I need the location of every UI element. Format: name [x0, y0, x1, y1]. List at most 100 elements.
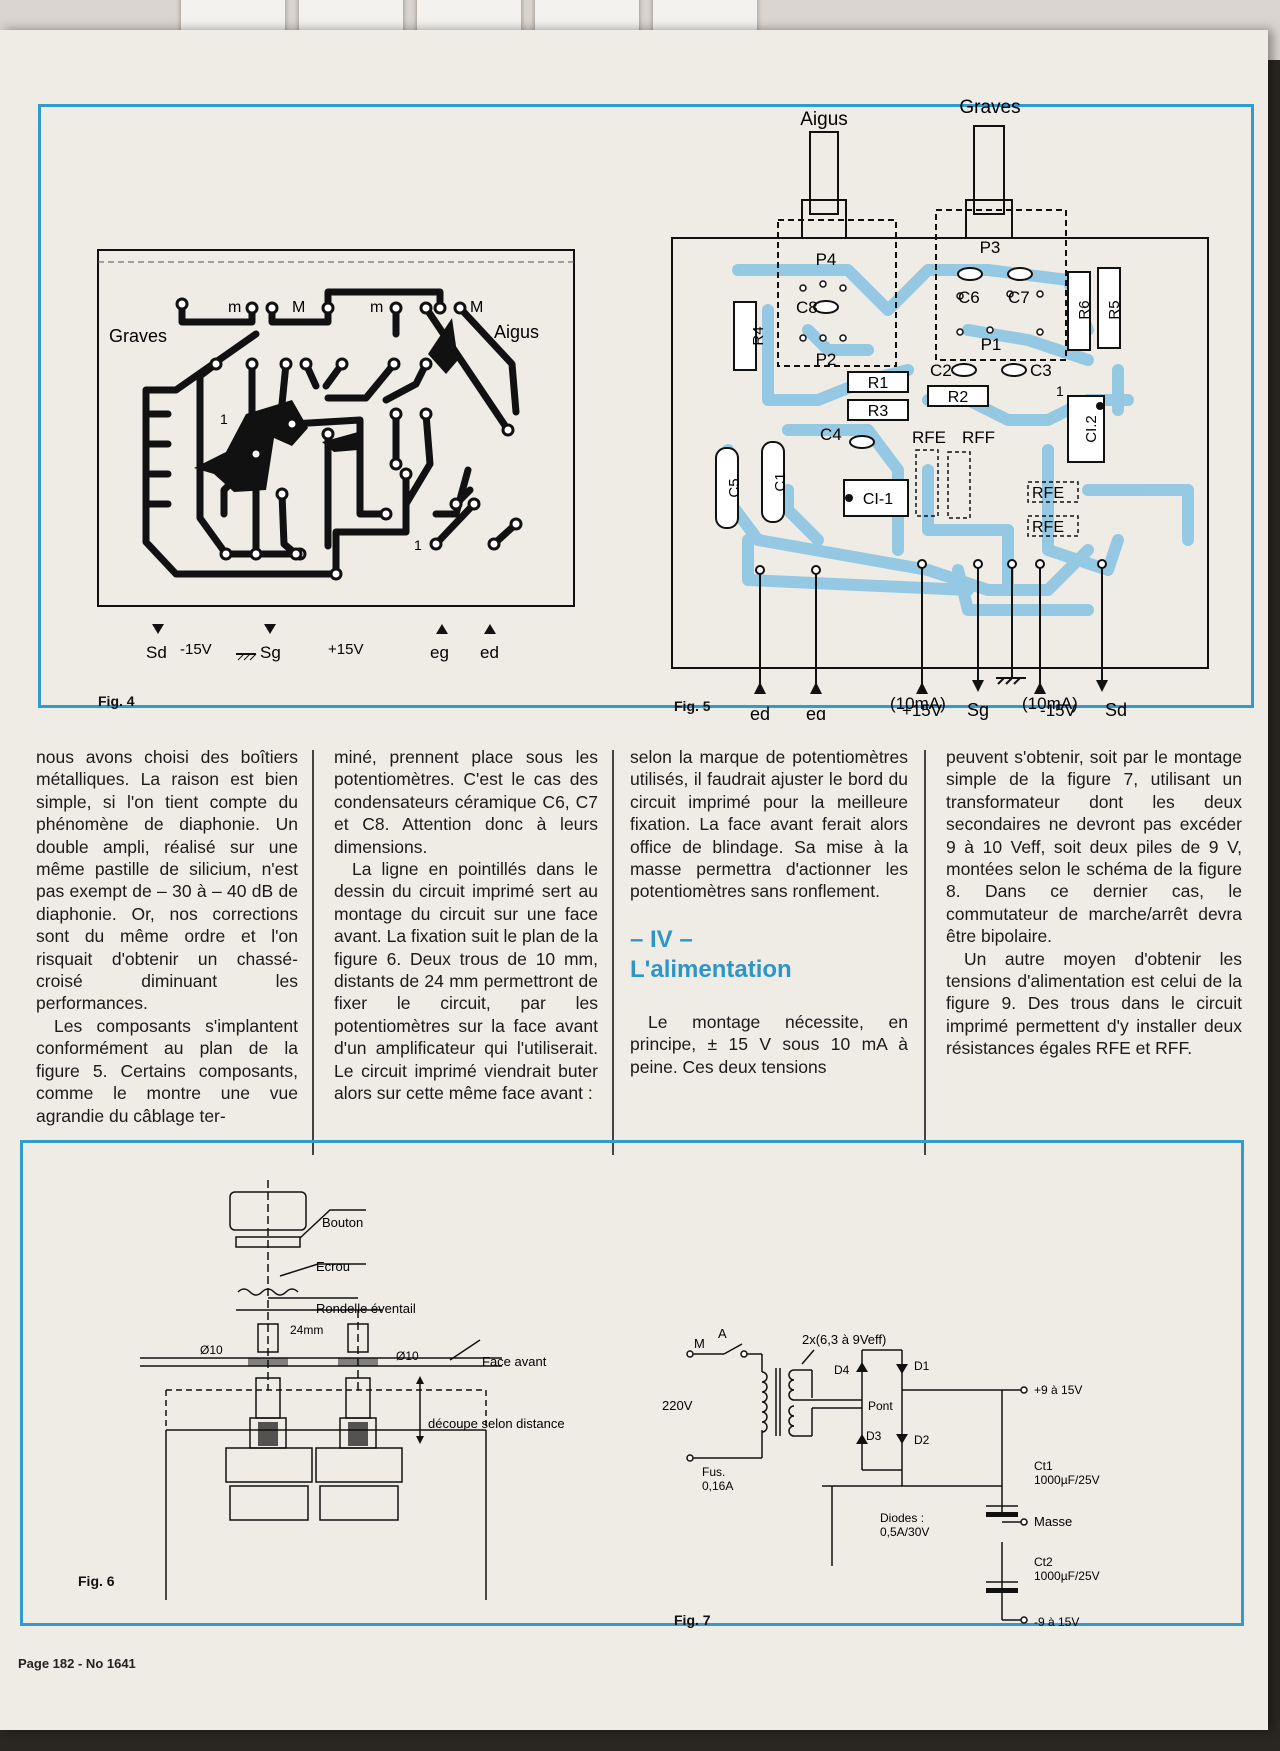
fig5-rff: RFF	[962, 428, 995, 447]
column-1-paragraph-1: nous avons choisi des boîtiers métalliqu…	[36, 747, 298, 1014]
fig5-m15: -15V	[1040, 701, 1077, 720]
fig6-rondelle: Rondelle éventail	[316, 1301, 416, 1316]
column-3-paragraph-1: selon la marque de potentiomètres utilis…	[630, 747, 908, 902]
fig5-component-drawing: Aigus Graves	[671, 97, 1209, 720]
fig7-ct1-value: 1000µF/25V	[1034, 1473, 1100, 1487]
fig5-c5: C5	[726, 478, 743, 497]
fig6-label: Fig. 6	[78, 1573, 115, 1589]
fig5-r6: R6	[1076, 300, 1093, 319]
text-column-1: nous avons choisi des boîtiers métalliqu…	[36, 746, 298, 1127]
text-column-4: peuvent s'obtenir, soit par le montage s…	[946, 746, 1242, 1060]
fig4-m15: -15V	[180, 641, 212, 658]
fig5-r2: R2	[948, 389, 969, 406]
fig7-diodes-value: 0,5A/30V	[880, 1525, 929, 1539]
fig6-distance: 24mm	[290, 1323, 323, 1337]
fig4-p15: +15V	[328, 641, 363, 658]
fig6-ecrou: Ecrou	[316, 1259, 350, 1274]
fig5-r5: R5	[1106, 300, 1123, 319]
fig4-sd: Sd	[146, 643, 167, 662]
fig7-ct2: Ct2	[1034, 1555, 1053, 1569]
fig4-pin1b: 1	[414, 537, 422, 553]
column-divider	[924, 750, 926, 1155]
section-heading: – IV – L'alimentation	[630, 925, 908, 985]
column-1-paragraph-2: Les composants s'implantent conformément…	[36, 1015, 298, 1126]
fig5-r1: R1	[868, 375, 889, 392]
fig4-label: Fig. 4	[98, 693, 135, 709]
column-4-paragraph-2: Un autre moyen d'obtenir les tensions d'…	[946, 948, 1242, 1059]
fig7-pont: Pont	[868, 1399, 893, 1413]
fig7-d1: D1	[914, 1359, 930, 1373]
fig5-c1: C1	[772, 472, 789, 491]
fig6-mounting-drawing: Bouton Ecrou Rondelle éventail 24mm Ø10 …	[140, 1180, 565, 1600]
fig6-decoupe: découpe selon distance	[428, 1416, 565, 1431]
fig7-d4: D4	[834, 1363, 850, 1377]
fig4-pcb-drawing: Graves Aigus m M m M 1 1 Sd -15V Sg +15V…	[97, 249, 575, 662]
fig7-m: M	[694, 1336, 705, 1351]
fig7-plus-output: +9 à 15V	[1034, 1383, 1082, 1397]
fig5-p15: +15V	[902, 701, 943, 720]
fig7-fus: Fus.	[702, 1465, 725, 1479]
figure-frame-bottom	[20, 1140, 1244, 1626]
fig4-m1: m	[228, 299, 241, 316]
fig5-pin1: 1	[1056, 383, 1064, 399]
page-footer: Page 182 - No 1641	[18, 1656, 136, 1671]
fig6-diameter-right: Ø10	[396, 1349, 419, 1363]
fig4-sg: Sg	[260, 643, 281, 662]
column-divider	[312, 750, 314, 1155]
text-column-3: selon la marque de potentiomètres utilis…	[630, 746, 908, 1078]
fig7-fus-value: 0,16A	[702, 1479, 733, 1493]
column-divider	[612, 750, 614, 1155]
fig4-ed: ed	[480, 643, 499, 662]
fig5-ed: ed	[750, 704, 770, 720]
fig6-face-avant: Face avant	[482, 1354, 547, 1369]
fig7-d3: D3	[866, 1429, 882, 1443]
text-column-2: miné, prennent place sous les potentiomè…	[334, 746, 598, 1105]
fig5-label: Fig. 5	[674, 698, 711, 714]
fig5-p1: P1	[981, 335, 1002, 354]
column-3-paragraph-2: Le montage nécessite, en principe, ± 15 …	[630, 1011, 908, 1077]
fig5-rfe-3: RFE	[1032, 519, 1064, 536]
fig5-rfe: RFE	[912, 428, 946, 447]
fig5-m15-current: (10mA)	[1022, 694, 1078, 713]
fig7-a: A	[718, 1326, 727, 1341]
fig4-M2: M	[470, 299, 483, 316]
fig7-secondary: 2x(6,3 à 9Veff)	[802, 1332, 886, 1347]
fig5-p4: P4	[816, 250, 837, 269]
fig5-sd: Sd	[1105, 700, 1127, 720]
fig7-ct1: Ct1	[1034, 1459, 1053, 1473]
fig7-d2: D2	[914, 1433, 930, 1447]
fig5-graves: Graves	[959, 97, 1020, 118]
fig7-220v: 220V	[662, 1398, 693, 1413]
figure-frame-top	[38, 104, 1254, 708]
fig7-masse: Masse	[1034, 1514, 1072, 1529]
section-number: – IV –	[630, 925, 693, 953]
fig5-p15-current: (10mA)	[890, 694, 946, 713]
fig5-p2: P2	[816, 350, 837, 369]
fig5-p3: P3	[980, 238, 1001, 257]
fig5-rfe-2: RFE	[1032, 485, 1064, 502]
fig5-sg: Sg	[967, 700, 989, 720]
fig5-r3: R3	[868, 403, 889, 420]
fig4-pin1: 1	[220, 411, 228, 427]
fig7-diodes: Diodes :	[880, 1511, 924, 1525]
fig6-diameter-left: Ø10	[200, 1343, 223, 1357]
fig5-ci1: CI-1	[863, 491, 893, 508]
fig5-c6: C6	[958, 288, 980, 307]
fig5-c7: C7	[1008, 288, 1030, 307]
fig7-minus-output: -9 à 15V	[1034, 1615, 1079, 1629]
fig5-aigus: Aigus	[800, 109, 848, 130]
magazine-page: Graves Aigus m M m M 1 1 Sd -15V Sg +15V…	[0, 30, 1268, 1730]
fig7-ct2-value: 1000µF/25V	[1034, 1569, 1100, 1583]
fig5-r4: R4	[750, 326, 767, 345]
fig7-power-supply-schematic: M A 220V Fus. 0,16A 2x(6,3 à 9Veff) D1 D…	[662, 1326, 1100, 1629]
fig4-eg: eg	[430, 643, 449, 662]
column-2-paragraph-2: La ligne en pointillés dans le dessin du…	[334, 859, 598, 1104]
fig7-label: Fig. 7	[674, 1612, 711, 1628]
fig5-c3: C3	[1030, 361, 1052, 380]
fig4-m2: m	[370, 299, 383, 316]
column-4-paragraph-1: peuvent s'obtenir, soit par le montage s…	[946, 747, 1242, 947]
fig6-bouton: Bouton	[322, 1215, 363, 1230]
fig5-eg: eg	[806, 704, 826, 720]
fig4-M1: M	[292, 299, 305, 316]
fig5-c4: C4	[820, 425, 842, 444]
